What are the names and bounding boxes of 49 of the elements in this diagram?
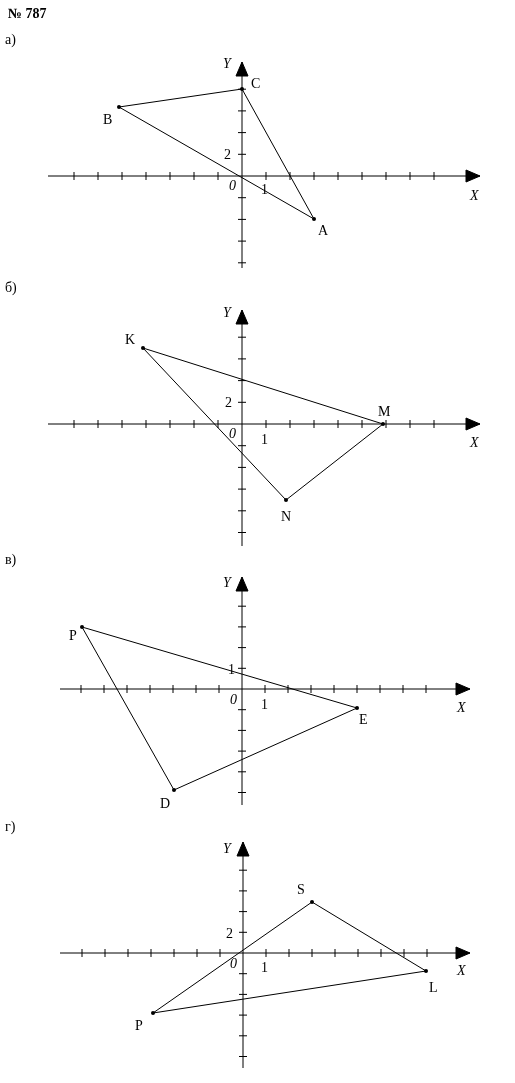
tick-label: 0 [230,692,237,707]
tick-label: 1 [261,432,268,447]
vertex-point: M [378,404,391,426]
tick-label: 2 [226,926,233,941]
vertex-point: K [125,332,145,350]
axis-label: Y [223,575,231,590]
vertex-point: S [297,882,314,904]
axis-label: X [457,963,466,978]
part-label: г) [5,819,16,834]
tick-label: 1 [261,697,268,712]
part-label: а) [5,32,16,47]
axis-label: Y [223,305,231,320]
vertex-point: C [240,76,261,91]
triangle-side [152,901,313,1014]
vertex-point: D [160,788,176,811]
triangle-side [311,901,427,972]
problem-number: № 787 [8,6,47,21]
axis-label: X [457,700,466,715]
vertex-point: B [103,105,121,127]
tick-label: 1 [228,662,235,677]
triangle-side [142,347,384,425]
tick-label: 0 [229,178,236,193]
axis-label: X [470,435,479,450]
part-label: в) [5,552,17,567]
tick-label: 1 [261,960,268,975]
triangle-side [152,970,427,1014]
tick-label: 2 [225,395,232,410]
axis-label: X [470,188,479,203]
triangle-side [118,88,243,108]
triangle-side [81,626,175,791]
triangle-side [142,347,287,501]
axis-label: Y [223,841,231,856]
triangle-side [118,106,315,220]
tick-label: 0 [229,426,236,441]
triangle-side [173,707,358,791]
axis-label: Y [223,56,231,71]
triangle-side [241,88,315,220]
vertex-point: P [69,625,84,643]
triangle-side [81,626,358,709]
vertex-point: A [312,217,329,238]
vertex-point: L [424,969,438,995]
vertex-point: P [135,1011,155,1033]
tick-label: 1 [261,182,268,197]
vertex-point: E [355,706,368,727]
triangle-side [285,423,384,501]
tick-label: 2 [224,147,231,162]
tick-label: 0 [230,956,237,971]
vertex-point: N [281,498,292,524]
part-label: б) [5,280,17,295]
